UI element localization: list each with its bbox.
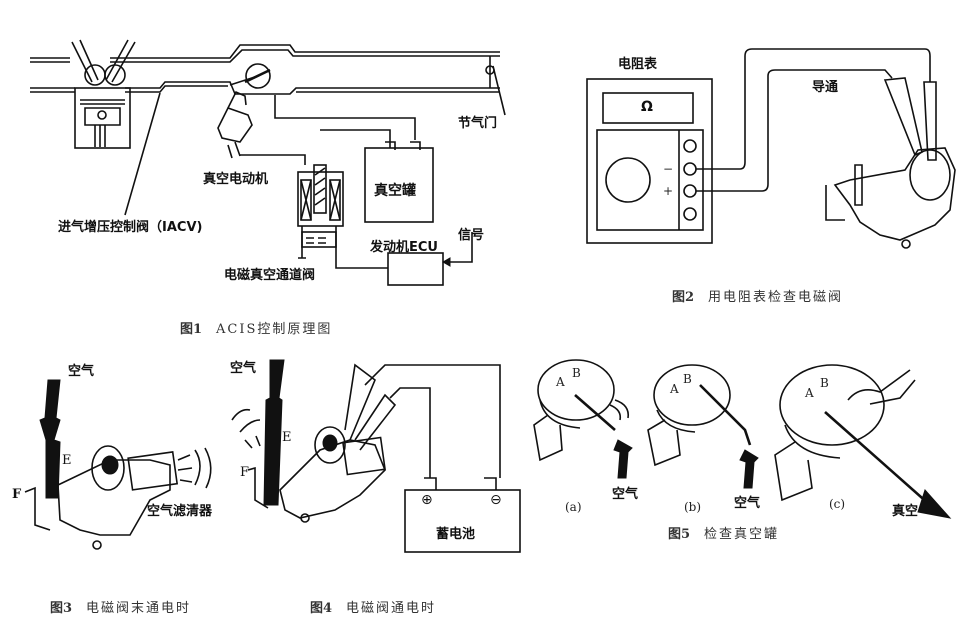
figure1-caption-text: ACIS控制原理图 (216, 322, 333, 337)
label-vsv: 电磁真空通道阀 (224, 268, 316, 283)
figure5-caption: 图5 检查真空罐 (668, 523, 779, 542)
label-vacuum-tank: 真空罐 (374, 183, 416, 199)
label-air-fig3: 空气 (68, 364, 95, 379)
terminal-1 (683, 139, 697, 153)
iacv-valve (245, 63, 271, 89)
solenoid-valve-fig3 (57, 459, 171, 536)
figure3-caption: 图3 电磁阀末通电时 (50, 597, 191, 616)
figure4-caption-number: 图4 (310, 601, 333, 616)
ohmmeter-body (586, 78, 713, 244)
air-arrow-a (613, 439, 633, 479)
iacv-leader (124, 92, 161, 216)
figure1-caption: 图1 ACIS控制原理图 (180, 318, 332, 337)
intake-pipe-lower-wall (30, 81, 500, 95)
label-throttle: 节气门 (458, 116, 498, 131)
leak-marks (231, 408, 261, 449)
battery-positive-icon: ⊕ (421, 492, 433, 508)
label-battery: 蓄电池 (436, 527, 476, 542)
vacuum-tank (364, 147, 434, 223)
intake-pipe-upper-wall (30, 44, 500, 59)
label-vacuum: 真空 (892, 504, 919, 519)
port-a-label-c: A (805, 386, 814, 400)
air-exit-marks (177, 447, 212, 489)
figure3-caption-text: 电磁阀末通电时 (86, 601, 192, 616)
test-lead-1 (696, 48, 931, 170)
figure2-caption: 图2 用电阻表检查电磁阀 (672, 286, 843, 305)
battery-lead-positive (344, 363, 501, 478)
label-port-e-fig3: E (62, 453, 72, 468)
label-air-filter: 空气滤清器 (147, 504, 213, 519)
piston-pin (97, 110, 107, 120)
vacuum-tank-b (653, 364, 731, 426)
port-f-fig3 (24, 486, 51, 531)
sub-label-c: (c) (829, 497, 846, 511)
ohm-symbol: Ω (641, 99, 653, 115)
ecu-wire (335, 226, 388, 269)
battery (404, 489, 521, 553)
label-air-b: 空气 (734, 496, 761, 511)
label-iacv: 进气增压控制阀（IACV) (58, 220, 203, 235)
label-continuity: 导通 (812, 80, 839, 95)
label-ohmmeter: 电阻表 (618, 57, 658, 72)
label-engine-ecu: 发动机ECU (370, 240, 438, 255)
battery-lead-negative (354, 387, 431, 478)
label-port-e-fig4: E (282, 430, 292, 445)
port-a-label-a: A (556, 375, 565, 389)
label-air-a: 空气 (612, 487, 639, 502)
air-arrow-b (739, 449, 759, 489)
port-b-label-a: B (572, 366, 581, 380)
figure5-caption-text: 检查真空罐 (704, 527, 780, 542)
terminal-4 (683, 207, 697, 221)
figure3-caption-number: 图3 (50, 601, 73, 616)
signal-line (443, 232, 473, 263)
ohmmeter-panel (596, 129, 704, 231)
figure1-caption-number: 图1 (180, 322, 203, 337)
label-vacuum-motor: 真空电动机 (203, 172, 269, 187)
finger (847, 369, 916, 405)
battery-negative-icon: ⊖ (490, 492, 502, 508)
vacuum-arrow-c (917, 489, 952, 519)
ohmmeter-display (602, 92, 694, 124)
figure2-caption-number: 图2 (672, 290, 695, 305)
label-signal: 信号 (458, 228, 485, 243)
figure5-caption-number: 图5 (668, 527, 691, 542)
vacuum-hose (274, 95, 416, 140)
vacuum-hose-c (824, 411, 931, 506)
vacuum-tank-c (779, 364, 885, 446)
label-air-fig4: 空气 (230, 361, 257, 376)
intake-valves (71, 39, 136, 83)
sub-label-b: (b) (684, 500, 702, 514)
solenoid-valve (833, 147, 956, 241)
sub-label-a: (a) (565, 500, 582, 514)
port-b-label-b: B (683, 372, 692, 386)
port-a-label-b: A (670, 382, 679, 396)
test-lead-2 (696, 69, 893, 192)
label-port-f-fig3: F (12, 487, 22, 502)
vacuum-tank-a (537, 359, 615, 421)
figure2-caption-text: 用电阻表检查电磁阀 (708, 290, 844, 305)
port-b-label-c: B (820, 376, 829, 390)
air-arrow-fig4 (263, 359, 285, 506)
minus-sign: − (663, 162, 674, 176)
ohmmeter-dial (605, 157, 651, 203)
figure4-caption-text: 电磁阀通电时 (346, 601, 437, 616)
cylinder (74, 87, 131, 149)
figure4-caption: 图4 电磁阀通电时 (310, 597, 436, 616)
engine-ecu-box (387, 252, 444, 286)
probe-2 (923, 81, 937, 161)
label-port-f-fig4: F (240, 465, 250, 480)
air-filter-fig3 (127, 451, 179, 491)
air-arrow-fig3 (39, 379, 61, 499)
plus-sign: + (663, 184, 674, 198)
